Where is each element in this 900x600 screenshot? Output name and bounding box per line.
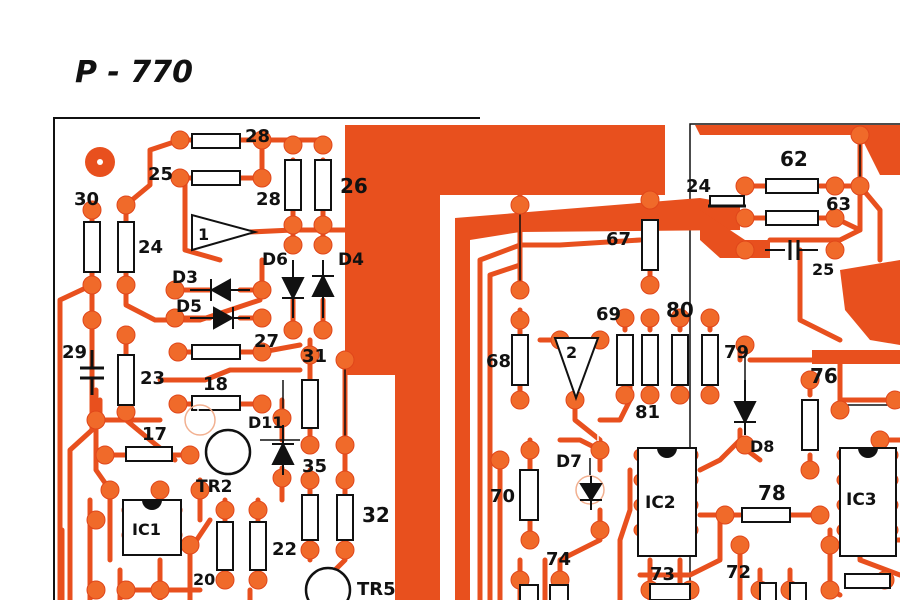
label-r23: 23 <box>140 368 165 389</box>
trimmer-outline-left <box>184 404 216 436</box>
component-labels: 30 24 25 28 28 26 1 D3 D5 D6 D4 29 23 27… <box>62 126 877 600</box>
label-d6: D6 <box>262 250 288 270</box>
label-r68: 68 <box>486 351 511 372</box>
mounting-hole-center <box>97 159 103 165</box>
component-outlines <box>83 133 897 600</box>
label-c25: 25 <box>812 260 834 279</box>
opamp-2-symbol <box>553 337 600 401</box>
label-r81: 81 <box>635 402 660 423</box>
label-d5: D5 <box>176 297 202 317</box>
diode-symbols <box>190 260 757 510</box>
label-tr2: TR2 <box>196 477 233 497</box>
label-d11: D11 <box>248 413 284 432</box>
label-r24: 24 <box>138 237 163 258</box>
label-r79: 79 <box>724 342 749 363</box>
label-r25: 25 <box>148 164 173 185</box>
label-r67: 67 <box>606 229 631 250</box>
opamp-1-symbol <box>191 213 259 252</box>
label-r17: 17 <box>142 424 167 445</box>
label-c24: 24 <box>686 176 711 197</box>
label-r74: 74 <box>546 549 571 570</box>
label-r31: 31 <box>302 346 327 367</box>
label-r62: 62 <box>780 147 808 171</box>
label-r70: 70 <box>490 486 515 507</box>
label-d3: D3 <box>172 268 198 288</box>
label-r32: 32 <box>362 503 390 527</box>
label-r35: 35 <box>302 456 327 477</box>
label-r63: 63 <box>826 194 851 215</box>
transistor-tr5-symbol <box>304 566 352 600</box>
label-r18: 18 <box>203 374 228 395</box>
transistor-tr2-symbol <box>204 428 252 476</box>
label-c29: 29 <box>62 342 87 363</box>
label-opamp-1: 1 <box>198 225 209 244</box>
label-tr5: TR5 <box>357 579 396 600</box>
board-outlines <box>53 117 900 600</box>
capacitor-symbols <box>80 195 818 395</box>
label-r30: 30 <box>74 189 99 210</box>
label-r80: 80 <box>666 298 694 322</box>
board-title: P - 770 <box>75 55 193 90</box>
label-ic1: IC1 <box>132 520 161 539</box>
label-r73: 73 <box>650 564 675 585</box>
orientation-marks <box>197 378 859 441</box>
label-r69: 69 <box>596 304 621 325</box>
label-r22: 22 <box>272 539 297 560</box>
label-r28-top: 28 <box>245 126 270 147</box>
label-d8: D8 <box>750 437 774 456</box>
label-ic3: IC3 <box>846 490 877 510</box>
label-opamp-2: 2 <box>566 343 577 362</box>
label-r26: 26 <box>340 174 368 198</box>
label-d7: D7 <box>556 452 582 472</box>
label-d4: D4 <box>338 250 364 270</box>
label-r72: 72 <box>726 562 751 583</box>
ic-notches <box>142 448 878 510</box>
label-ic2: IC2 <box>645 493 676 513</box>
label-r20: 20 <box>193 570 215 589</box>
label-r78: 78 <box>758 481 786 505</box>
label-r76: 76 <box>810 364 838 388</box>
label-r27: 27 <box>254 331 279 352</box>
label-r28-mid: 28 <box>256 189 281 210</box>
